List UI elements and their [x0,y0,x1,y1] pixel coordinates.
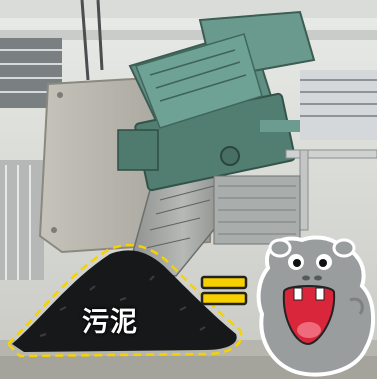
ceiling-beam-2 [0,30,377,40]
conveyor-machine [117,10,316,192]
equals-sign-icon [200,275,248,306]
sludge-outline [6,243,243,358]
bolt-1 [57,92,63,98]
cable-2 [96,0,104,71]
sludge-pile [12,250,237,352]
right-window-blinds [300,70,377,140]
sludge-texture [39,275,206,337]
ceiling-beam [0,0,377,18]
left-window-grille [0,38,62,280]
hippo-mascot-icon [256,235,376,377]
chute-lines [145,185,215,249]
sludge-label: 污泥 [82,307,138,338]
pipes [213,149,377,245]
cable-1 [80,0,90,81]
bolt-2 [51,227,57,233]
